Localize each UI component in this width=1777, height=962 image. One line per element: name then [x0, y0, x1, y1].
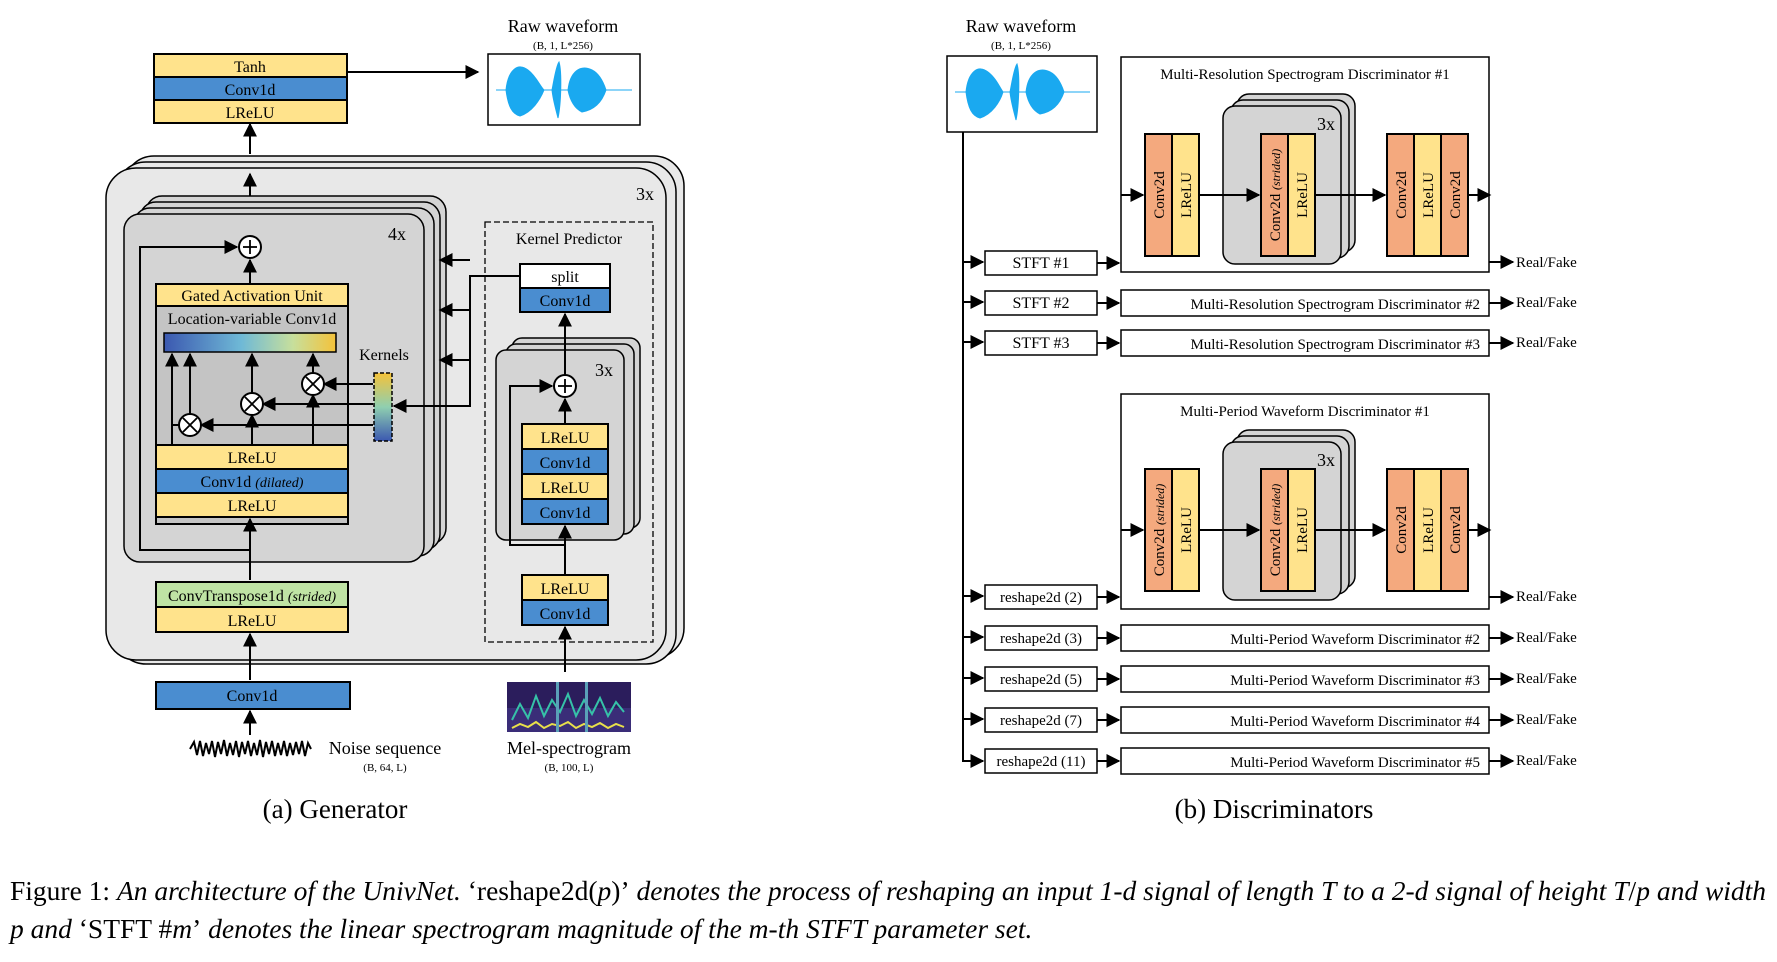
reshape2d-3: reshape2d (3) — [1000, 631, 1082, 647]
stft-inputs: STFT #1 STFT #2 STFT #3 — [984, 250, 1098, 356]
mrd-3: Multi-Resolution Spectrogram Discriminat… — [1190, 337, 1480, 353]
generator-subcaption: (a) Generator — [263, 794, 408, 824]
generator: Tanh Conv1d LReLU Raw waveform (B, 1, L*… — [105, 16, 685, 824]
mrd-repeat-label: 3x — [1317, 114, 1335, 134]
mrd-1-output: Real/Fake — [1516, 255, 1577, 271]
mrd-1-block: Multi-Resolution Spectrogram Discriminat… — [1120, 56, 1490, 273]
location-variable-conv1d: Location-variable Conv1d — [168, 311, 336, 328]
output-lrelu: LReLU — [226, 105, 275, 122]
reshape2d-2: reshape2d (2) — [1000, 590, 1082, 606]
kernels-bar — [373, 372, 393, 442]
mpd-post-conv2d-2: Conv2d — [1448, 506, 1464, 554]
residual-add-node — [238, 235, 262, 259]
kp-res-lrelu-1: LReLU — [541, 430, 590, 447]
stft-1: STFT #1 — [1012, 255, 1069, 272]
stft-2: STFT #2 — [1012, 295, 1069, 312]
kp-split: split — [551, 269, 579, 286]
lvc-lrelu-top: LReLU — [228, 450, 277, 467]
mpd-1-block: Multi-Period Waveform Discriminator #1 C… — [1120, 393, 1490, 610]
lvc-lrelu-bottom: LReLU — [228, 498, 277, 515]
kernel-predictor: Kernel Predictor split Conv1d 3x LReLU C… — [484, 221, 654, 643]
mpd-4: Multi-Period Waveform Discriminator #4 — [1230, 714, 1480, 730]
disc-raw-waveform-shape: (B, 1, L*256) — [991, 40, 1051, 52]
stft-3: STFT #3 — [1012, 335, 1069, 352]
output-stack: Tanh Conv1d LReLU — [153, 53, 348, 124]
mpd-mid-conv2d-strided: Conv2d (strided) — [1268, 484, 1284, 577]
mrd-1-title: Multi-Resolution Spectrogram Discriminat… — [1160, 67, 1450, 83]
mpd-mid-lrelu: LReLU — [1295, 507, 1311, 553]
lvc-conv1d-dilated: Conv1d (dilated) — [201, 474, 304, 491]
mrd-post-conv2d-2: Conv2d — [1448, 171, 1464, 219]
kp-repeat-label: 3x — [595, 360, 613, 380]
mpd-1-title: Multi-Period Waveform Discriminator #1 — [1180, 404, 1430, 420]
mpd-5: Multi-Period Waveform Discriminator #5 — [1230, 755, 1480, 771]
raw-waveform-shape: (B, 1, L*256) — [533, 40, 593, 52]
mrd-post-conv2d-1: Conv2d — [1394, 171, 1410, 219]
mpd-2-output: Real/Fake — [1516, 630, 1577, 646]
disc-raw-waveform-label: Raw waveform — [966, 16, 1076, 36]
mpd-5-output: Real/Fake — [1516, 753, 1577, 769]
architecture-diagram: Tanh Conv1d LReLU Raw waveform (B, 1, L*… — [105, 16, 1577, 824]
mrd-3-output: Real/Fake — [1516, 335, 1577, 351]
lvc-stack: LReLU Conv1d (dilated) LReLU — [155, 444, 349, 518]
kp-in-lrelu: LReLU — [541, 581, 590, 598]
input-conv1d: Conv1d — [227, 688, 278, 705]
figure-caption: Figure 1: An architecture of the UnivNet… — [10, 875, 1767, 944]
reshape-inputs: reshape2d (2) reshape2d (3) reshape2d (5… — [984, 584, 1098, 774]
reshape2d-11: reshape2d (11) — [997, 754, 1086, 770]
raw-waveform-label: Raw waveform — [508, 16, 618, 36]
kernel-predictor-label: Kernel Predictor — [516, 231, 623, 248]
mel-spectrogram-image — [507, 682, 631, 732]
mrd-post-lrelu: LReLU — [1421, 172, 1437, 218]
generator-raw-waveform: Raw waveform (B, 1, L*256) — [487, 16, 641, 126]
outer-repeat-label: 3x — [636, 184, 654, 204]
mrd-2-output: Real/Fake — [1516, 295, 1577, 311]
noise-sequence-label: Noise sequence — [329, 738, 441, 758]
lvc-gradient-bar — [163, 332, 337, 353]
kp-res-conv1d-1: Conv1d — [540, 455, 591, 472]
mpd-pre-conv2d-strided: Conv2d (strided) — [1152, 484, 1168, 577]
kp-res-conv1d-2: Conv1d — [540, 505, 591, 522]
mel-spectrogram-label: Mel-spectrogram — [507, 738, 631, 758]
kernels-label: Kernels — [359, 347, 409, 364]
upsample-lrelu: LReLU — [228, 613, 277, 630]
noise-sequence-signal — [189, 739, 312, 758]
discriminators-subcaption: (b) Discriminators — [1175, 794, 1374, 824]
mpd-3: Multi-Period Waveform Discriminator #3 — [1230, 673, 1480, 689]
mpd-pre-lrelu: LReLU — [1179, 507, 1195, 553]
output-tanh: Tanh — [234, 59, 266, 76]
kp-res-lrelu-2: LReLU — [541, 480, 590, 497]
conv-transpose1d-strided: ConvTranspose1d (strided) — [168, 588, 336, 605]
mel-spectrogram-shape: (B, 100, L) — [545, 762, 594, 774]
lvc-repeat-label: 4x — [388, 224, 406, 244]
mrd-mid-conv2d-strided: Conv2d (strided) — [1268, 149, 1284, 242]
gated-activation-unit: Gated Activation Unit — [181, 288, 323, 305]
disc-waveform-image — [955, 62, 1090, 121]
mrd-2: Multi-Resolution Spectrogram Discriminat… — [1190, 297, 1480, 313]
reshape2d-7: reshape2d (7) — [1000, 713, 1082, 729]
mpd-3-output: Real/Fake — [1516, 671, 1577, 687]
mpd-post-lrelu: LReLU — [1421, 507, 1437, 553]
mpd-repeat-label: 3x — [1317, 450, 1335, 470]
upsample-block: ConvTranspose1d (strided) LReLU — [155, 581, 349, 633]
discriminators: Raw waveform (B, 1, L*256) STFT — [946, 16, 1577, 824]
mpd-1-output: Real/Fake — [1516, 589, 1577, 605]
reshape2d-5: reshape2d (5) — [1000, 672, 1082, 688]
mrd-pre-conv2d: Conv2d — [1152, 171, 1168, 219]
noise-shape: (B, 64, L) — [363, 762, 407, 774]
mpd-2: Multi-Period Waveform Discriminator #2 — [1230, 632, 1480, 648]
kp-in-conv1d: Conv1d — [540, 606, 591, 623]
output-conv1d: Conv1d — [225, 82, 276, 99]
mpd-4-output: Real/Fake — [1516, 712, 1577, 728]
mpd-post-conv2d-1: Conv2d — [1394, 506, 1410, 554]
mrd-mid-lrelu: LReLU — [1295, 172, 1311, 218]
waveform-image — [496, 60, 632, 119]
mrd-pre-lrelu: LReLU — [1179, 172, 1195, 218]
kp-conv1d-top: Conv1d — [540, 293, 591, 310]
